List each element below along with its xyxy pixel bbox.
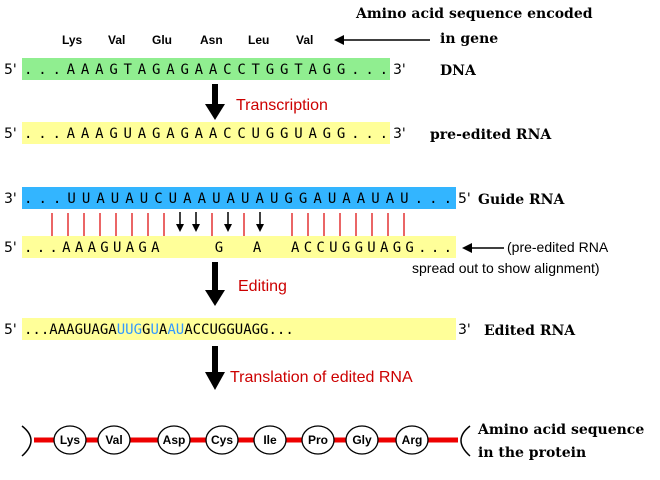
guide-row: 3' ...UUAUAUCUAAUAUAUGGAUAAUAU... 5' Gui… [4, 187, 565, 209]
dna-row: 5' ...AAAGTAGAGAACCTGGTAGG... 3' DNA [4, 58, 477, 80]
dna-label: DNA [440, 63, 477, 79]
editing-arrow-head [205, 290, 225, 306]
edited-seq-inserted-1: UUG [117, 322, 142, 338]
chain-end-cap [460, 425, 471, 457]
residue-1-label: Lys [60, 433, 81, 447]
guide-label: Guide RNA [478, 192, 565, 208]
protein-chain: Lys Val Asp Cys Ile Pro Gly Arg [21, 425, 471, 457]
gene-caption-line1: Amino acid sequence encoded [355, 6, 593, 22]
residue-5: Ile [253, 425, 287, 455]
gene-aa-2: Val [108, 33, 125, 47]
gene-aa-1: Lys [62, 33, 83, 47]
residue-4-label: Cys [211, 433, 233, 447]
translation-arrow-head [205, 372, 225, 390]
residue-2: Val [97, 425, 131, 455]
spread-row: 5' ...AAAGUAGA G A ACCUGGUAGG... (pre-ed… [4, 236, 609, 276]
residue-7: Gly [345, 425, 379, 455]
residue-1: Lys [53, 425, 87, 455]
translation-arrow-shaft [212, 346, 218, 374]
dna-suffix: 3' [393, 62, 406, 78]
edited-seq-a: ...AAAGUAGA [24, 322, 117, 338]
gene-caption-line2: in gene [440, 31, 498, 47]
edited-prefix: 5' [4, 322, 17, 338]
transcription-label: Transcription [236, 97, 328, 114]
guide-prefix: 3' [4, 191, 17, 207]
gene-aa-6: Val [296, 33, 313, 47]
edited-label: Edited RNA [484, 323, 576, 339]
pre-label: pre-edited RNA [430, 127, 552, 143]
guide-suffix: 5' [458, 191, 471, 207]
residue-3: Asp [157, 425, 191, 455]
spread-note-line1: (pre-edited RNA [507, 239, 609, 255]
guide-band [22, 187, 456, 209]
residue-7-label: Gly [352, 433, 372, 447]
edited-seq-inserted-2: U [150, 322, 158, 338]
insertion-arrows [176, 212, 264, 232]
pre-band [22, 122, 390, 144]
dna-band [22, 58, 390, 80]
chain-start-cap [21, 425, 32, 457]
base-pair-lines [51, 213, 405, 236]
residue-2-label: Val [105, 433, 122, 447]
editing-label: Editing [238, 278, 287, 295]
translation-label: Translation of edited RNA [230, 369, 413, 386]
gene-amino-acids: Lys Val Glu Asn Leu Val [62, 33, 313, 47]
residue-4: Cys [205, 425, 239, 455]
edited-seq-d-base: A [159, 322, 168, 338]
residue-6: Pro [301, 425, 335, 455]
residue-6-label: Pro [308, 433, 328, 447]
edited-row: 5' ...AAAGUAGAUUGGUAAUACCUGGUAGG... 3' E… [4, 318, 576, 340]
pre-edited-row: 5' ...AAAGUAGAGAACCUGGUAGG... 3' pre-edi… [4, 122, 552, 144]
gene-aa-4: Asn [200, 33, 223, 47]
residue-5-label: Ile [263, 433, 277, 447]
residue-8: Arg [395, 425, 429, 455]
transcription-arrow-head [205, 104, 225, 120]
spread-note-line2: spread out to show alignment) [412, 260, 600, 276]
protein-label-line2: in the protein [478, 445, 586, 461]
edited-seq-e: ACCUGGUAGG... [184, 322, 294, 338]
transcription-arrow-shaft [212, 84, 218, 106]
gene-aa-5: Leu [248, 33, 269, 47]
edited-band [22, 318, 456, 340]
spread-prefix: 5' [4, 240, 17, 256]
residue-3-label: Asp [163, 433, 186, 447]
edited-suffix: 3' [458, 322, 471, 338]
protein-label-line1: Amino acid sequence [477, 422, 644, 438]
caption-arrow-head [334, 35, 344, 45]
dna-prefix: 5' [4, 62, 17, 78]
pre-prefix: 5' [4, 126, 17, 142]
editing-arrow-shaft [212, 262, 218, 292]
spread-arrow-head [462, 243, 472, 253]
edited-seq-c-base: G [142, 322, 150, 338]
spread-band [22, 236, 456, 258]
residue-8-label: Arg [402, 433, 423, 447]
pre-suffix: 3' [393, 126, 406, 142]
edited-seq-inserted-3: AU [167, 322, 184, 338]
gene-aa-3: Glu [152, 33, 172, 47]
edited-sequence: ...AAAGUAGAUUGGUAAUACCUGGUAGG... [24, 322, 294, 338]
